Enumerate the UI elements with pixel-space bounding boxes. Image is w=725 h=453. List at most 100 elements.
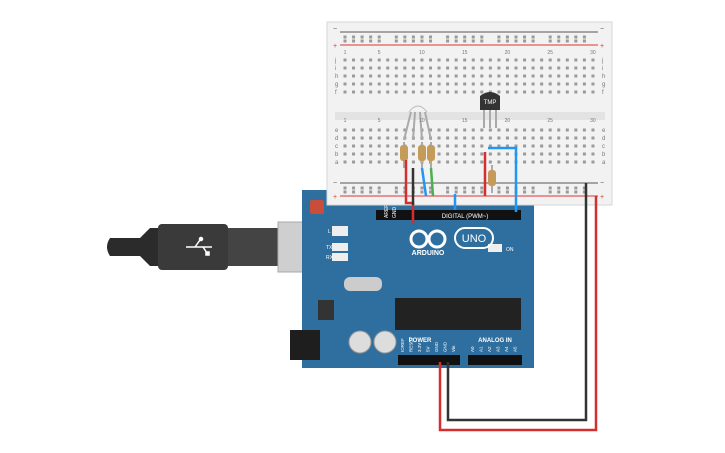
led-l: [332, 226, 348, 236]
analog-pin-label: A5: [513, 346, 518, 352]
gnd-label: GND: [392, 207, 398, 219]
column-number: 25: [547, 50, 553, 56]
digital-header: [376, 210, 521, 220]
column-number: 20: [505, 50, 511, 56]
rail-plus-label-top-right: +: [600, 43, 604, 50]
reset-button[interactable]: [310, 200, 324, 214]
breadboard: [326, 21, 613, 206]
power-pin-label: GND: [443, 341, 448, 352]
power-label: POWER: [409, 338, 432, 344]
wire-red-led: [404, 160, 415, 224]
wire-blue-led: [420, 167, 428, 197]
usb-icon: [186, 236, 212, 256]
crystal: [344, 277, 382, 291]
power-pin-label: IOREF: [400, 338, 405, 352]
row-letter: g: [335, 82, 338, 88]
rail-plus-label-bottom-right: +: [600, 194, 604, 201]
row-letter: j: [334, 58, 336, 64]
uno-badge: [454, 227, 494, 249]
center-gap: [335, 112, 605, 120]
resistor-4: [488, 170, 496, 186]
row-letter: d: [602, 136, 605, 142]
resistor-2: [418, 145, 426, 161]
power-pin-label: 3.3V: [417, 343, 422, 352]
led-on: [488, 244, 502, 252]
analog-pin-label: A2: [487, 346, 492, 352]
regulator: [318, 300, 334, 320]
wire-blue-sensor: [488, 146, 518, 212]
analog-pin-label: A1: [479, 346, 484, 352]
led-on-label: ON: [506, 247, 514, 253]
row-letter: c: [335, 144, 338, 150]
power-pin-label: RESET: [409, 337, 414, 352]
rail-minus-label-top: −: [333, 26, 337, 33]
arduino-logo: [409, 229, 447, 249]
column-number: 25: [547, 118, 553, 124]
led-tx: [332, 243, 348, 251]
row-letter: e: [335, 128, 339, 134]
row-letter: b: [335, 152, 339, 158]
analog-header: [468, 355, 522, 365]
arduino-board: [290, 190, 534, 368]
arduino-model: UNO: [462, 233, 487, 245]
resistors: [400, 142, 496, 193]
analog-pin-label: A4: [504, 346, 509, 352]
capacitor-2: [373, 330, 397, 354]
row-letter: b: [602, 152, 606, 158]
row-letter: i: [335, 66, 336, 72]
rail-minus-label-top-right: −: [600, 26, 604, 33]
row-letter: f: [335, 90, 337, 96]
led-tx-label: TX: [326, 245, 333, 251]
row-letter: a: [335, 160, 339, 166]
rail-plus-label-top: +: [333, 43, 337, 50]
row-letter: j: [601, 58, 603, 64]
column-number: 30: [590, 118, 596, 124]
power-pin-label: GND: [434, 341, 439, 352]
analog-label: ANALOG IN: [478, 338, 512, 344]
row-letter: i: [602, 66, 603, 72]
power-jack: [290, 330, 320, 360]
led-rx-label: RX: [326, 255, 334, 261]
row-letter: c: [602, 144, 605, 150]
column-number: 10: [419, 118, 425, 124]
sensor-label: TMP: [484, 100, 497, 106]
column-number: 30: [590, 50, 596, 56]
column-number: 15: [462, 50, 468, 56]
wire-red-5v: [438, 196, 598, 432]
column-number: 10: [419, 50, 425, 56]
column-number: 1: [344, 50, 347, 56]
usb-cable: [107, 221, 323, 273]
aref-label: AREF: [384, 205, 390, 218]
arduino-brand: ARDUINO: [412, 250, 445, 257]
column-number: 15: [462, 118, 468, 124]
column-number: 5: [378, 50, 381, 56]
column-number: 1: [344, 118, 347, 124]
row-letter: d: [335, 136, 338, 142]
resistor-1: [400, 145, 408, 161]
analog-pin-label: A3: [496, 346, 501, 352]
analog-pin-label: A0: [470, 346, 475, 352]
column-number: 5: [378, 118, 381, 124]
row-letter: e: [602, 128, 606, 134]
resistor-3: [427, 145, 435, 161]
row-letter: g: [602, 82, 605, 88]
capacitor-1: [348, 330, 372, 354]
rail-minus-label-bottom-right: −: [600, 180, 604, 187]
row-letter: f: [602, 90, 604, 96]
wire-black-gnd: [446, 183, 588, 422]
power-header: [398, 355, 460, 365]
row-letter: h: [602, 74, 605, 80]
power-pin-label: Vin: [451, 345, 456, 352]
column-number: 20: [505, 118, 511, 124]
power-pin-label: 5V: [426, 346, 431, 352]
row-letter: h: [335, 74, 338, 80]
led-rx: [332, 253, 348, 261]
wire-green-led: [429, 167, 435, 197]
led-l-label: L: [328, 229, 331, 235]
digital-label: DIGITAL (PWM~): [442, 214, 489, 220]
